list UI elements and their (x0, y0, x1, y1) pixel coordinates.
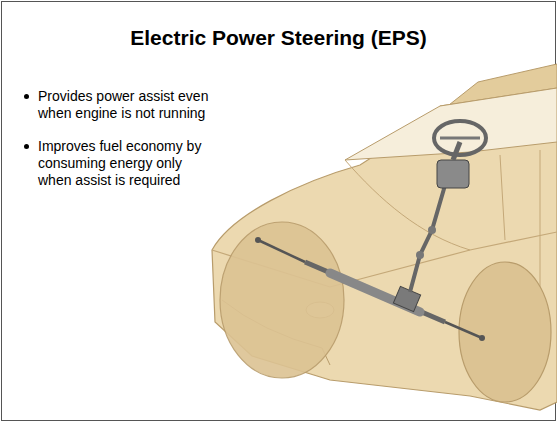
front-right-wheel (459, 262, 551, 402)
slide-title: Electric Power Steering (EPS) (0, 26, 557, 50)
car-body (212, 68, 557, 410)
tie-rod-end (479, 335, 485, 341)
steering-spoke (440, 137, 480, 140)
steering-wheel (434, 121, 486, 155)
bullet-point: Improves fuel economy by consuming energ… (38, 138, 216, 189)
steering-column (453, 142, 460, 160)
left-tie-rod (258, 240, 305, 262)
rack-housing (330, 273, 420, 312)
bullet-point: Provides power assist even when engine i… (38, 88, 216, 122)
windshield (345, 88, 557, 160)
u-joint (416, 251, 424, 259)
bullet-marker (24, 144, 29, 149)
u-joint (428, 226, 436, 234)
eps-motor (437, 160, 469, 188)
tie-rod-end (255, 237, 261, 243)
front-left-wheel (220, 222, 344, 378)
steering-rack (305, 262, 445, 322)
pinion-gear (393, 286, 420, 311)
intermediate-shaft (410, 175, 448, 292)
right-tie-rod (445, 322, 482, 338)
hood-crease (345, 160, 470, 250)
bullet-marker (24, 94, 29, 99)
